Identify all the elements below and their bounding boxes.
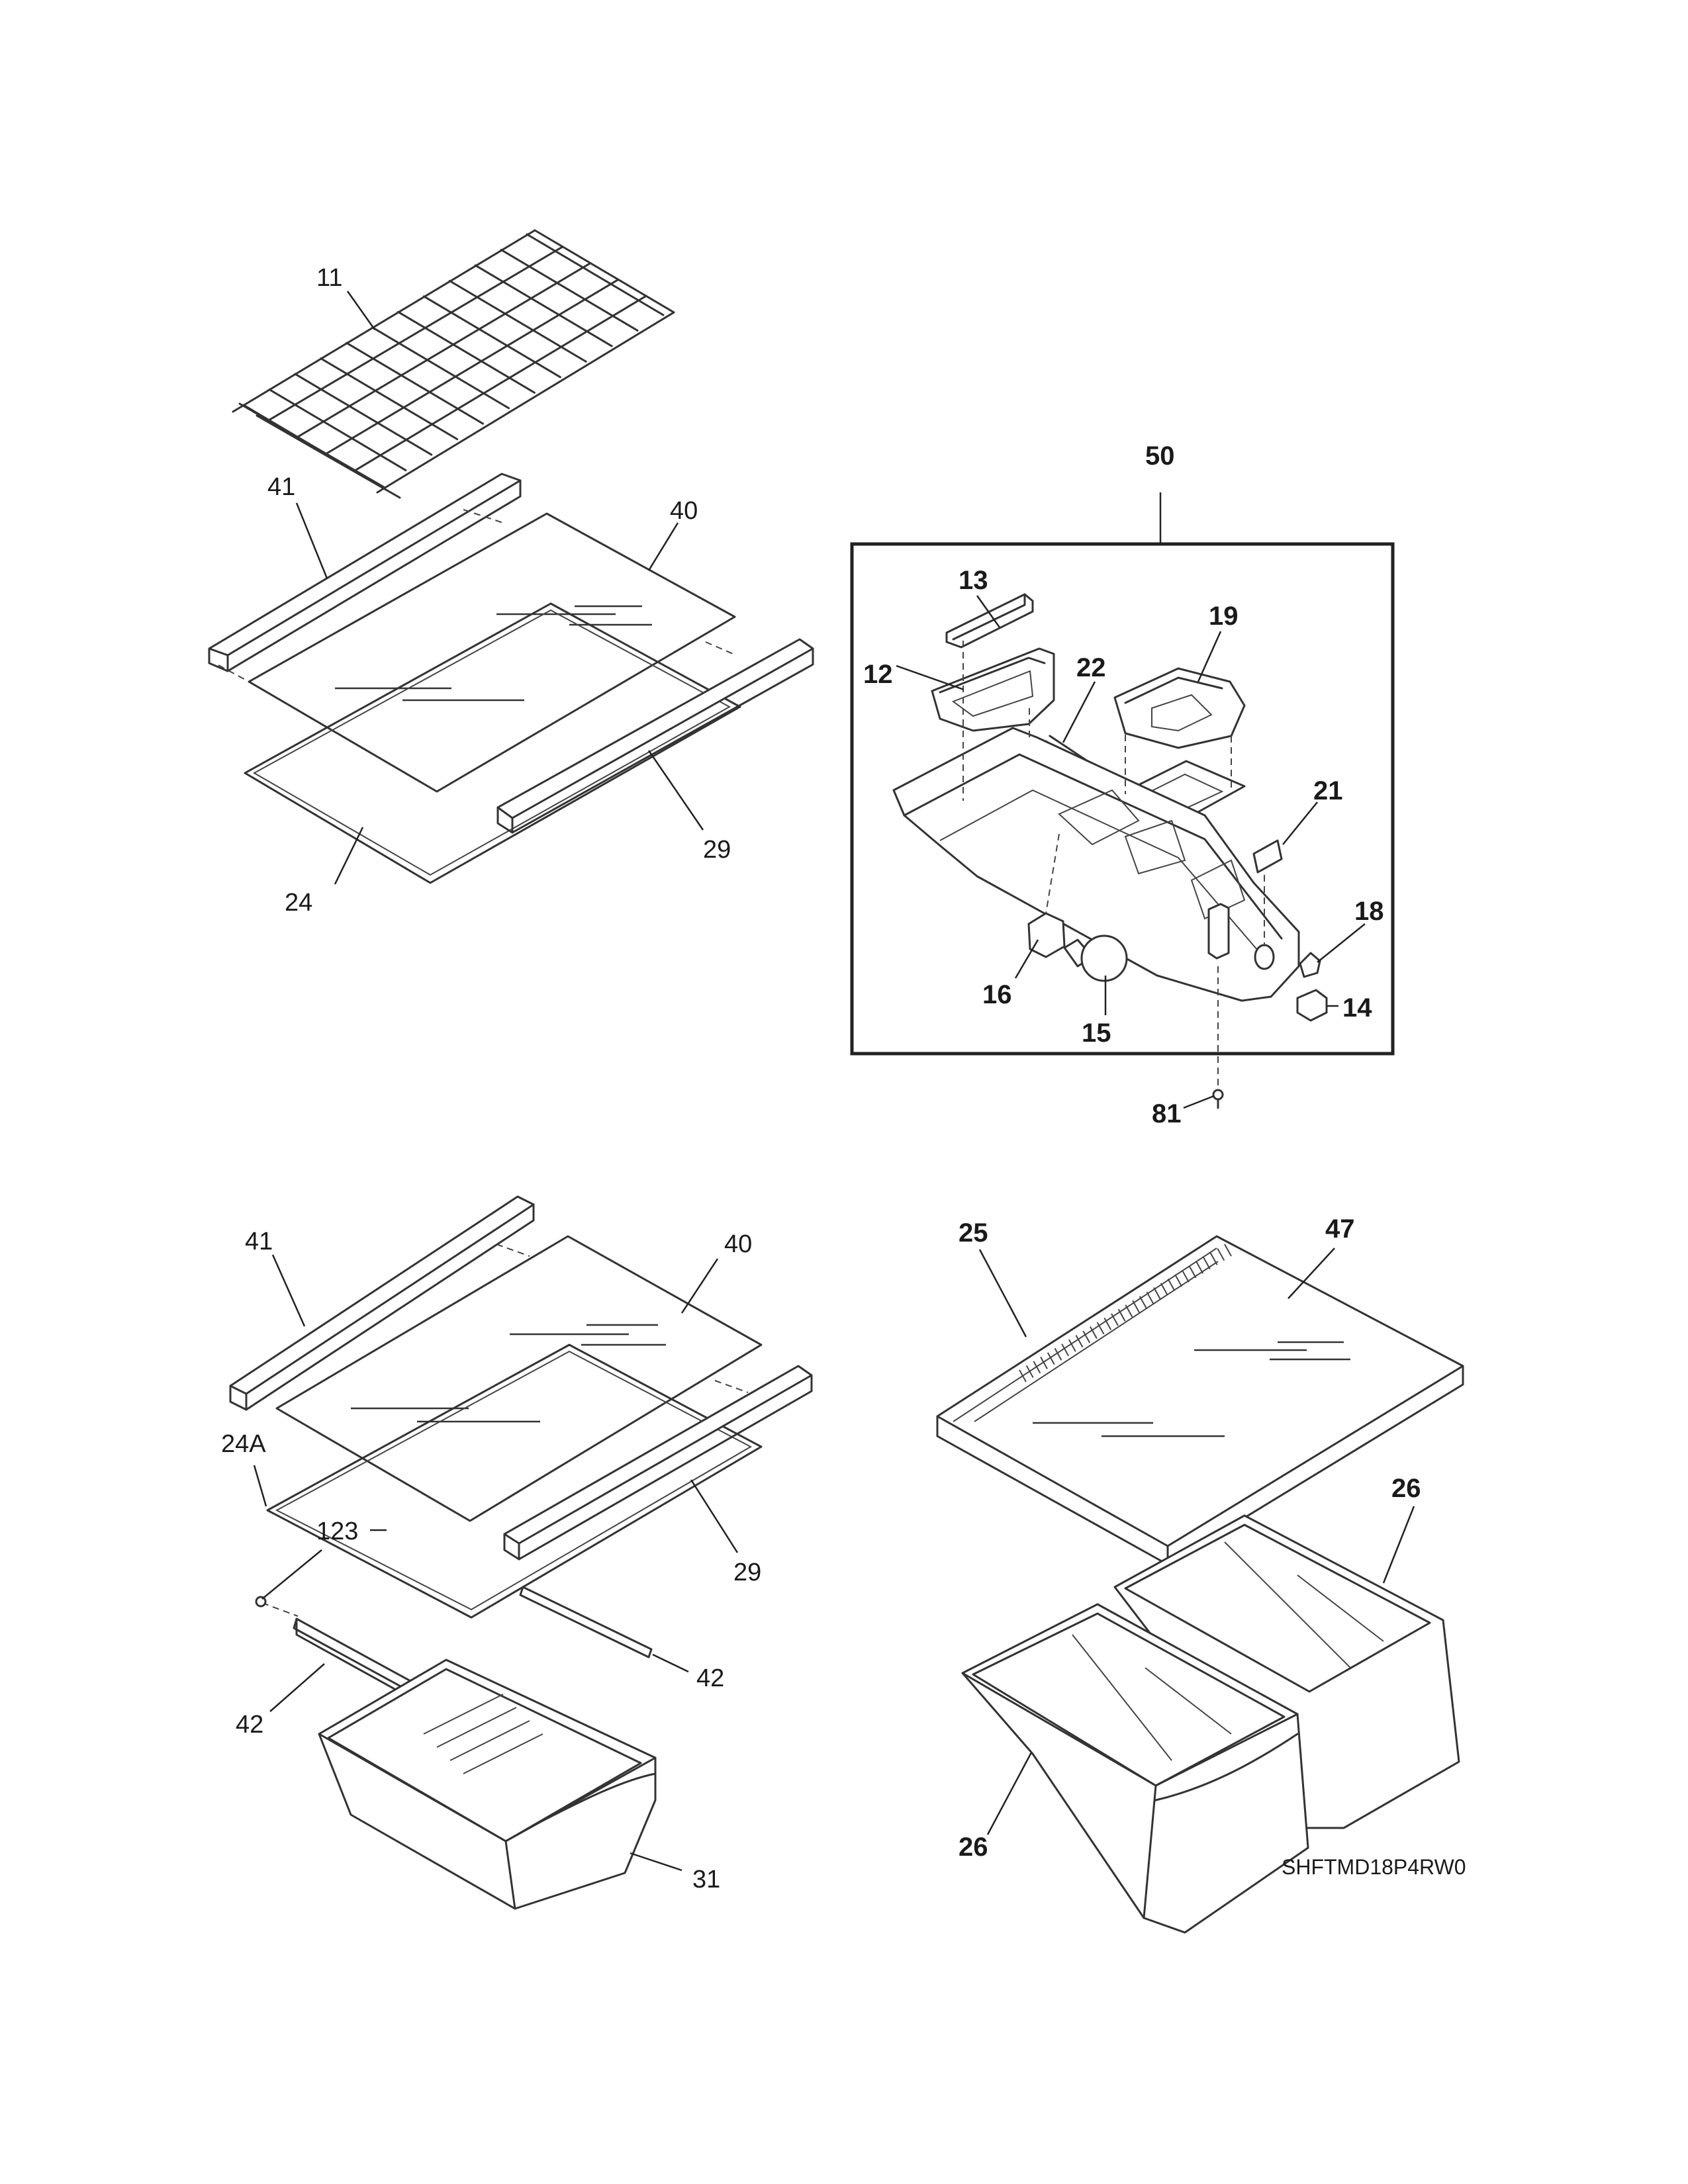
- light-assembly-box: [850, 542, 1395, 1056]
- label-18: 18: [1354, 897, 1384, 926]
- label-40-bottom: 40: [724, 1230, 752, 1258]
- crisper-pan-front: [961, 1603, 1309, 1934]
- label-41-bottom: 41: [245, 1228, 273, 1255]
- label-12: 12: [863, 660, 893, 689]
- label-31: 31: [692, 1866, 720, 1893]
- label-29-top: 29: [703, 836, 731, 864]
- label-25: 25: [959, 1218, 988, 1248]
- callout-labels: 11 41 40 29 24 50 13 12 19 22 21 18 16 1…: [221, 264, 1466, 1893]
- label-26-rear: 26: [1391, 1474, 1421, 1503]
- label-24A: 24A: [221, 1430, 266, 1458]
- label-21: 21: [1313, 776, 1343, 805]
- screw-81: [1212, 1089, 1224, 1109]
- glass-shelf-bottom: [229, 1195, 813, 1659]
- label-26-front: 26: [959, 1833, 988, 1862]
- label-40-top: 40: [670, 497, 698, 525]
- label-42-right: 42: [696, 1664, 724, 1692]
- label-123: 123: [316, 1518, 358, 1545]
- label-41-top: 41: [267, 473, 295, 501]
- label-19: 19: [1209, 602, 1239, 631]
- label-15: 15: [1082, 1019, 1111, 1048]
- label-47: 47: [1325, 1214, 1355, 1244]
- label-22: 22: [1076, 653, 1106, 682]
- light-assembly: [892, 593, 1328, 1085]
- label-13: 13: [959, 566, 988, 595]
- model-code: SHFTMD18P4RW0: [1282, 1855, 1466, 1879]
- label-42-left: 42: [236, 1711, 263, 1739]
- label-14: 14: [1342, 993, 1372, 1023]
- label-16: 16: [982, 980, 1012, 1009]
- crisper-cover: [936, 1235, 1464, 1566]
- label-29-bottom: 29: [733, 1559, 761, 1586]
- leader-lines: [253, 291, 1415, 1872]
- label-81: 81: [1152, 1099, 1182, 1128]
- label-50: 50: [1145, 441, 1175, 471]
- wire-shelf: [232, 229, 675, 499]
- label-11: 11: [316, 264, 342, 292]
- label-24: 24: [285, 889, 312, 917]
- crisper-drawer-31: [293, 1617, 657, 1910]
- glass-shelf-top: [208, 473, 814, 884]
